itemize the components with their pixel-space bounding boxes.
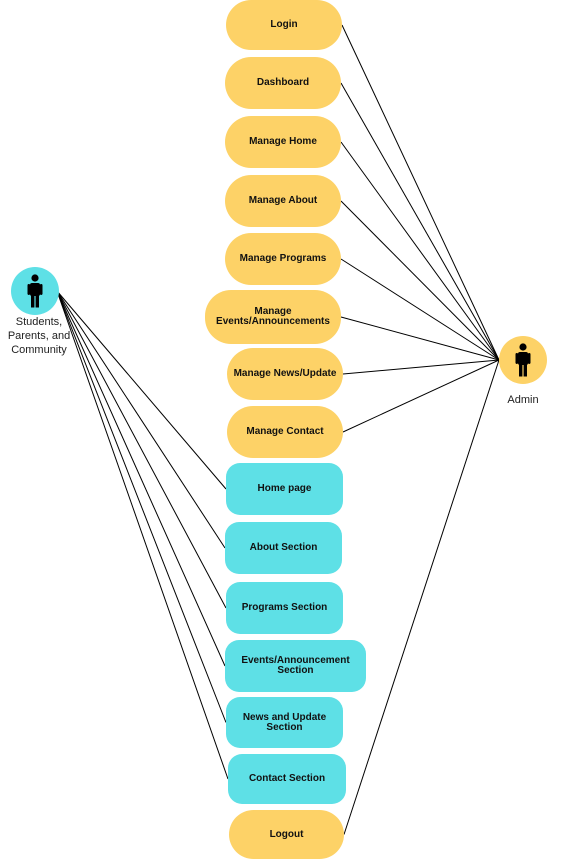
usecase-news-update-section[interactable]: News and Update Section — [226, 697, 343, 748]
association-public-about-section — [56, 290, 226, 549]
association-admin-login — [341, 24, 500, 361]
actor-public-avatar — [11, 267, 59, 315]
association-admin-logout — [343, 359, 500, 835]
association-public-programs-section — [56, 290, 227, 609]
usecase-dashboard[interactable]: Dashboard — [225, 57, 341, 109]
usecase-manage-events-announcements[interactable]: Manage Events/Announcements — [205, 290, 341, 344]
association-admin-manage-about — [340, 200, 500, 361]
association-public-news-section — [56, 290, 227, 723]
usecase-events-announcement-section[interactable]: Events/Announcement Section — [225, 640, 366, 692]
usecase-manage-home[interactable]: Manage Home — [225, 116, 341, 168]
association-admin-manage-contact — [342, 359, 500, 433]
usecase-login[interactable]: Login — [226, 0, 342, 50]
actor-public-label: Students, Parents, and Community — [7, 316, 71, 356]
association-admin-manage-home — [340, 141, 500, 361]
person-icon — [515, 343, 531, 377]
actor-admin-avatar — [499, 336, 547, 384]
person-icon — [27, 274, 43, 308]
association-admin-manage-programs — [340, 258, 500, 361]
association-public-events-section — [56, 290, 226, 667]
association-public-home-page — [56, 290, 227, 490]
usecase-logout[interactable]: Logout — [229, 810, 344, 859]
usecase-manage-programs[interactable]: Manage Programs — [225, 233, 341, 285]
association-public-contact-section — [56, 290, 229, 780]
usecase-manage-contact[interactable]: Manage Contact — [227, 406, 343, 458]
association-admin-dashboard — [340, 82, 500, 361]
usecase-about-section[interactable]: About Section — [225, 522, 342, 574]
usecase-manage-about[interactable]: Manage About — [225, 175, 341, 227]
usecase-home-page[interactable]: Home page — [226, 463, 343, 515]
association-admin-manage-events — [340, 316, 500, 361]
association-admin-manage-news — [342, 359, 500, 375]
usecase-programs-section[interactable]: Programs Section — [226, 582, 343, 634]
actor-admin-label: Admin — [507, 394, 539, 406]
usecase-manage-news-update[interactable]: Manage News/Update — [227, 348, 343, 400]
usecase-contact-section[interactable]: Contact Section — [228, 754, 346, 804]
